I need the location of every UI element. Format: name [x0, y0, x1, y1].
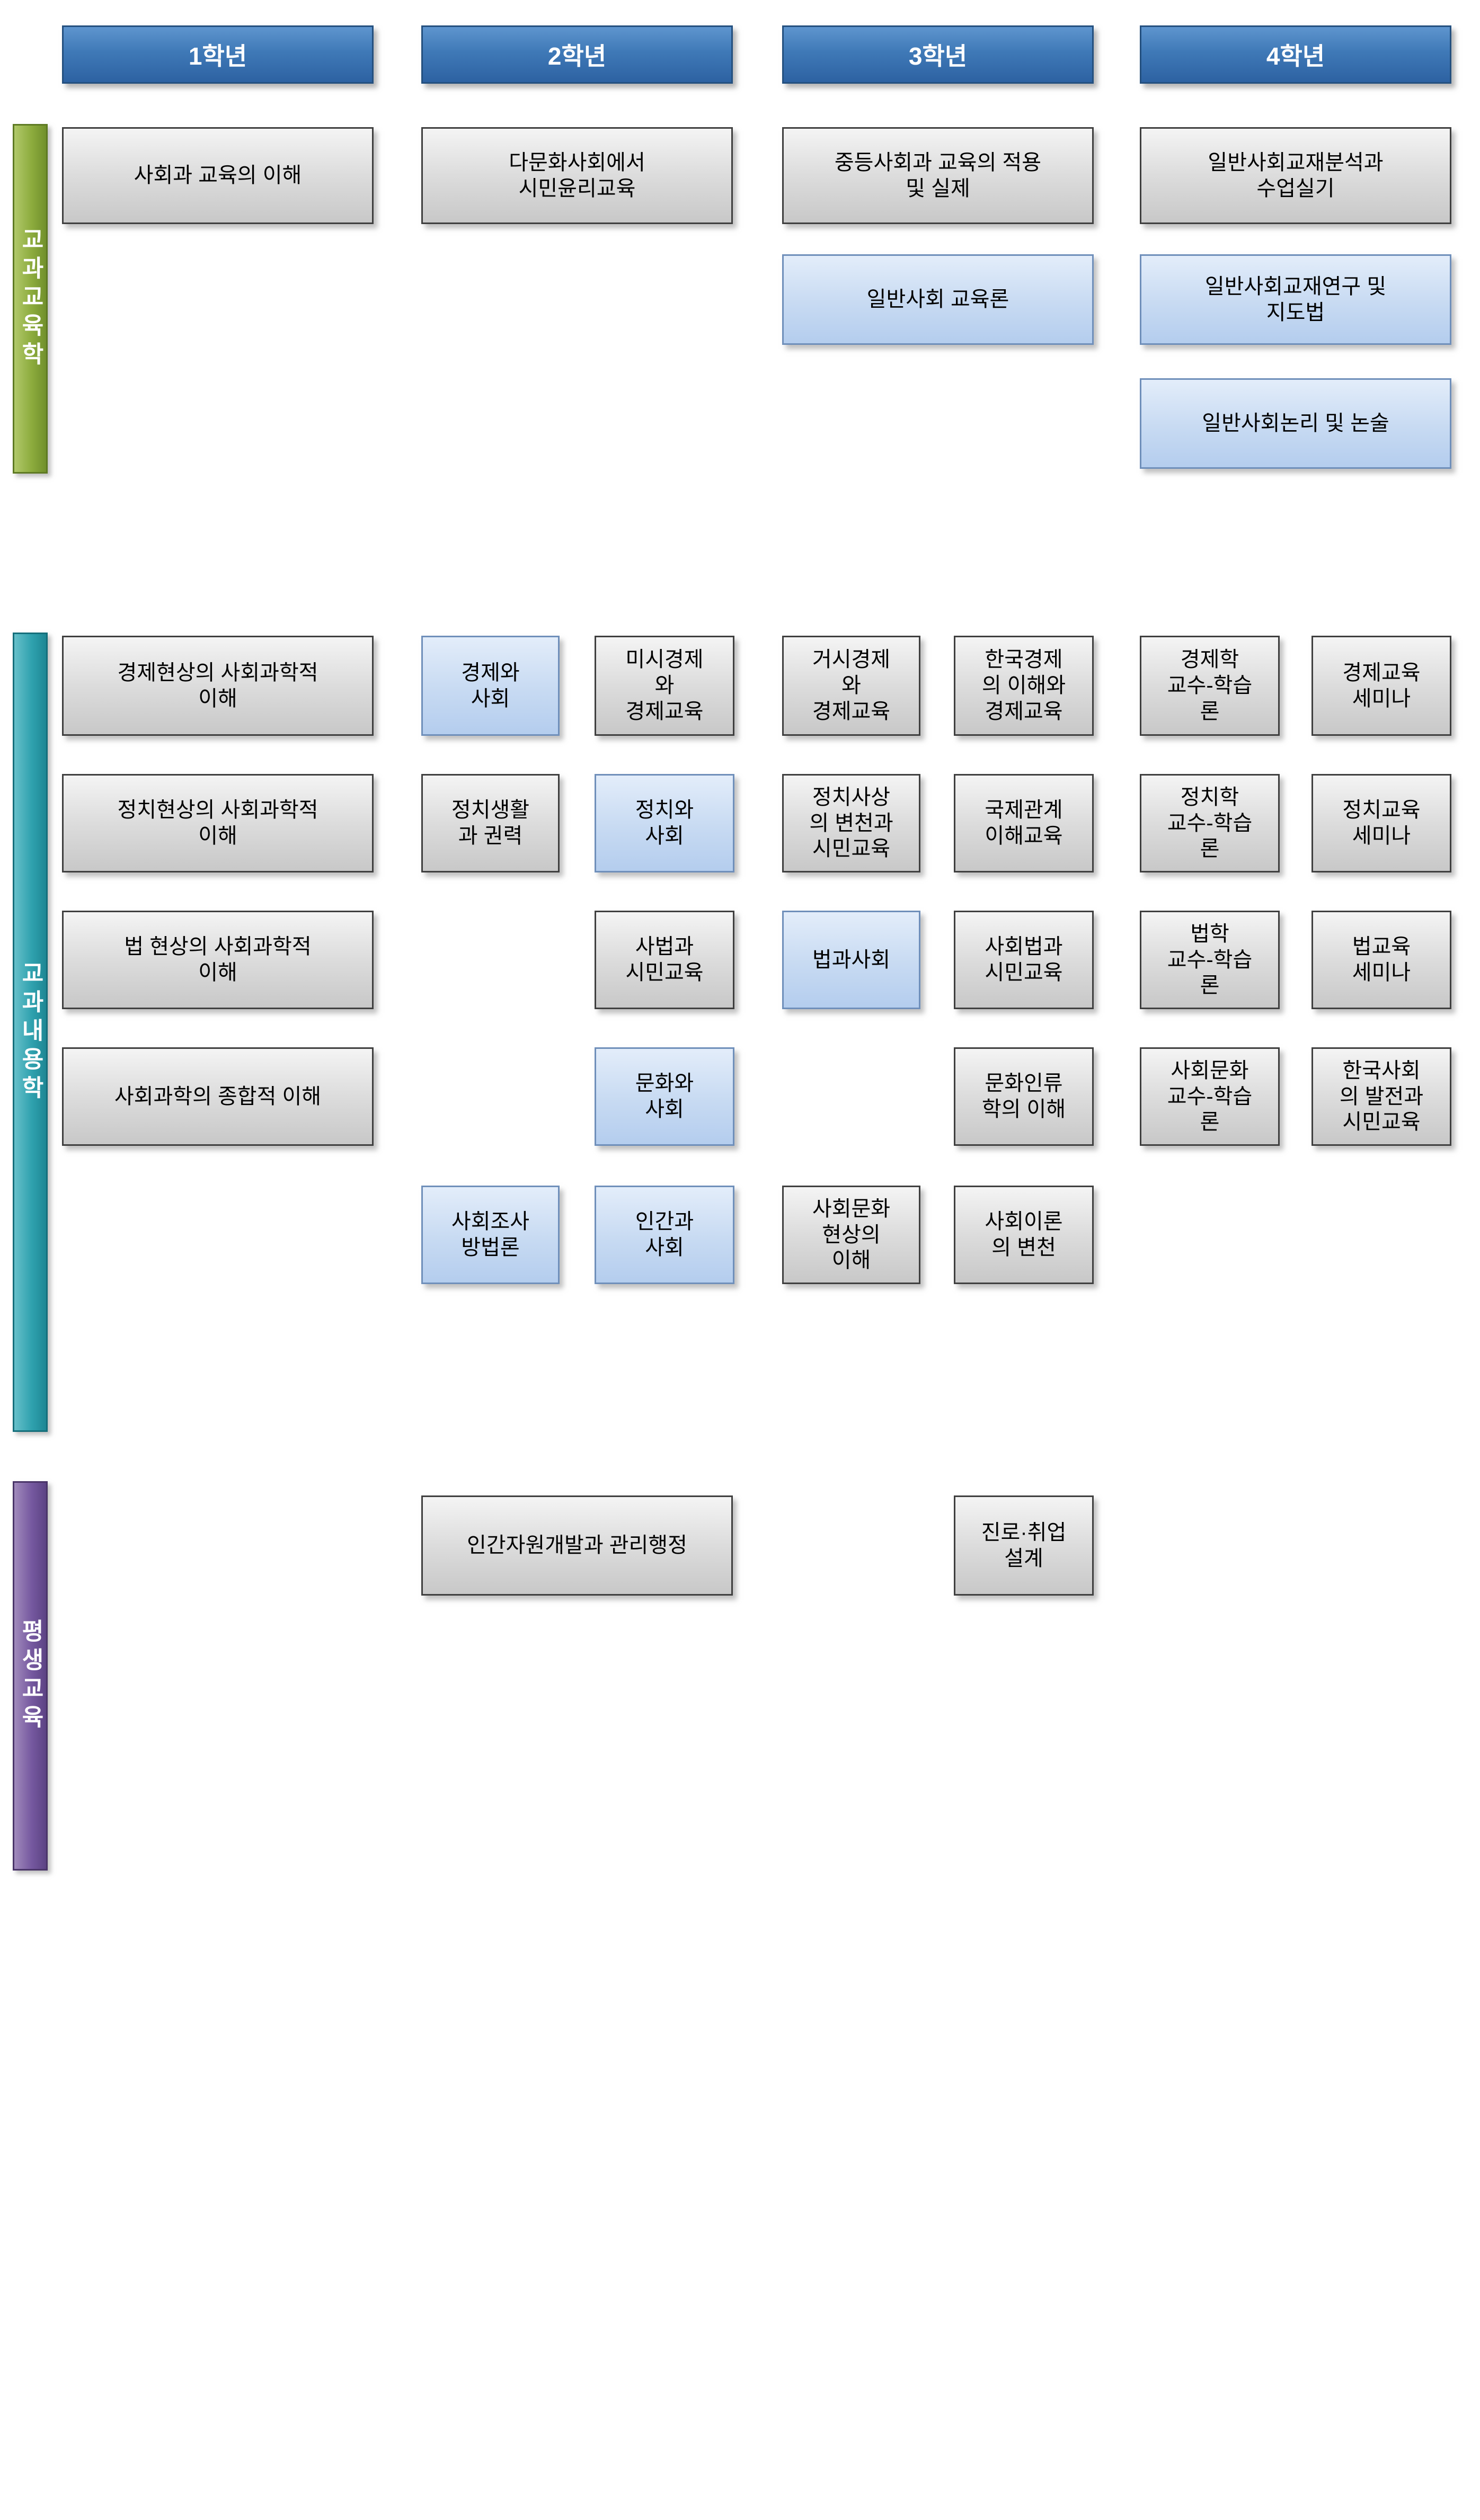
course-box: 진로·취업 설계 [954, 1495, 1094, 1596]
course-box: 한국사회 의 발전과 시민교육 [1311, 1047, 1451, 1146]
course-box: 사회문화 현상의 이해 [782, 1186, 920, 1284]
course-box: 중등사회과 교육의 적용 및 실제 [782, 127, 1094, 224]
year-header-3: 3학년 [782, 25, 1094, 84]
course-box: 경제와 사회 [421, 636, 560, 736]
year-header-4: 4학년 [1140, 25, 1451, 84]
course-box: 정치교육 세미나 [1311, 774, 1451, 872]
course-box: 경제학 교수-학습 론 [1140, 636, 1280, 736]
course-box: 일반사회교재연구 및 지도법 [1140, 254, 1451, 345]
course-box: 사회법과 시민교육 [954, 911, 1094, 1009]
course-box: 일반사회 교육론 [782, 254, 1094, 345]
course-box: 경제교육 세미나 [1311, 636, 1451, 736]
course-box: 정치와 사회 [595, 774, 734, 872]
course-box: 인간과 사회 [595, 1186, 734, 1284]
course-box: 경제현상의 사회과학적 이해 [62, 636, 374, 736]
course-box: 법학 교수-학습 론 [1140, 911, 1280, 1009]
course-box: 법과사회 [782, 911, 920, 1009]
course-box: 정치생활 과 권력 [421, 774, 560, 872]
course-box: 거시경제 와 경제교육 [782, 636, 920, 736]
course-box: 다문화사회에서 시민윤리교육 [421, 127, 733, 224]
course-box: 국제관계 이해교육 [954, 774, 1094, 872]
section-bar-label: 교과교육학 [17, 227, 43, 370]
course-box: 사회이론 의 변천 [954, 1186, 1094, 1284]
section-bar-lifelong: 평생교육 [13, 1481, 48, 1871]
section-bar-label: 평생교육 [17, 1618, 43, 1733]
course-box: 사법과 시민교육 [595, 911, 734, 1009]
section-bar-pedagogy: 교과교육학 [13, 124, 48, 474]
course-box: 사회문화 교수-학습 론 [1140, 1047, 1280, 1146]
course-box: 정치학 교수-학습 론 [1140, 774, 1280, 872]
course-box: 일반사회논리 및 논술 [1140, 378, 1451, 469]
course-box: 법교육 세미나 [1311, 911, 1451, 1009]
section-bar-content: 교과내용학 [13, 633, 48, 1432]
course-box: 사회과학의 종합적 이해 [62, 1047, 374, 1146]
year-header-2: 2학년 [421, 25, 733, 84]
course-box: 일반사회교재분석과 수업실기 [1140, 127, 1451, 224]
section-bar-label: 교과내용학 [17, 960, 43, 1104]
course-box: 법 현상의 사회과학적 이해 [62, 911, 374, 1009]
course-box: 사회조사 방법론 [421, 1186, 560, 1284]
course-box: 미시경제 와 경제교육 [595, 636, 734, 736]
year-header-1: 1학년 [62, 25, 374, 84]
course-box: 문화인류 학의 이해 [954, 1047, 1094, 1146]
course-box: 정치현상의 사회과학적 이해 [62, 774, 374, 872]
course-box: 정치사상 의 변천과 시민교육 [782, 774, 920, 872]
course-box: 한국경제 의 이해와 경제교육 [954, 636, 1094, 736]
course-box: 인간자원개발과 관리행정 [421, 1495, 733, 1596]
course-box: 사회과 교육의 이해 [62, 127, 374, 224]
course-box: 문화와 사회 [595, 1047, 734, 1146]
